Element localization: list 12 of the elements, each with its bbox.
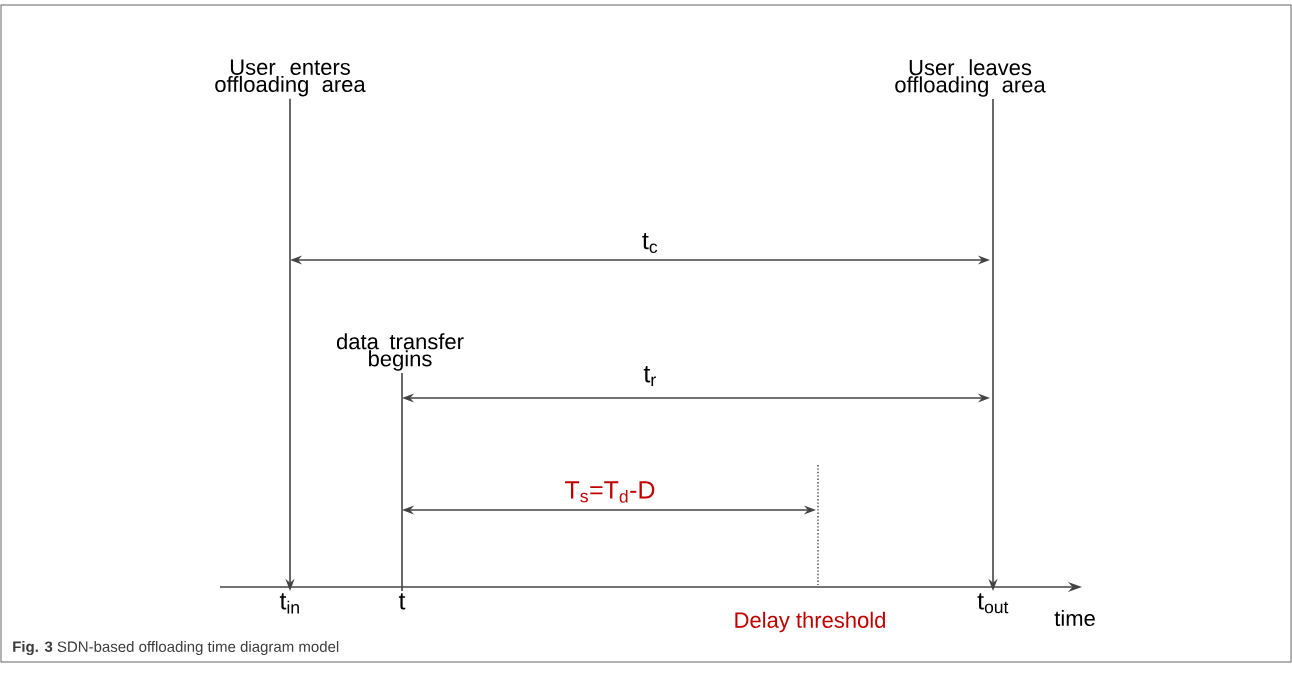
time-label: t$_{out}$	[977, 593, 1009, 614]
duration-label: t$_{r}$	[643, 366, 656, 386]
time-label: t$_{in}$	[279, 593, 299, 614]
duration-label: T$_{s}$=T$_{d}$-D	[565, 481, 655, 503]
axis-label: time	[1054, 609, 1095, 627]
caption: Fig. 3 SDN-based offloading time diagram model	[13, 641, 339, 656]
event-label: User enters offloading area	[215, 59, 366, 97]
time-label: t	[398, 593, 406, 610]
event-label: User leaves offloading area	[895, 59, 1046, 97]
duration-label: t$_{c}$	[642, 233, 658, 254]
threshold-label: Delay threshold	[735, 611, 885, 633]
event-label: data transfer begins	[336, 333, 464, 371]
